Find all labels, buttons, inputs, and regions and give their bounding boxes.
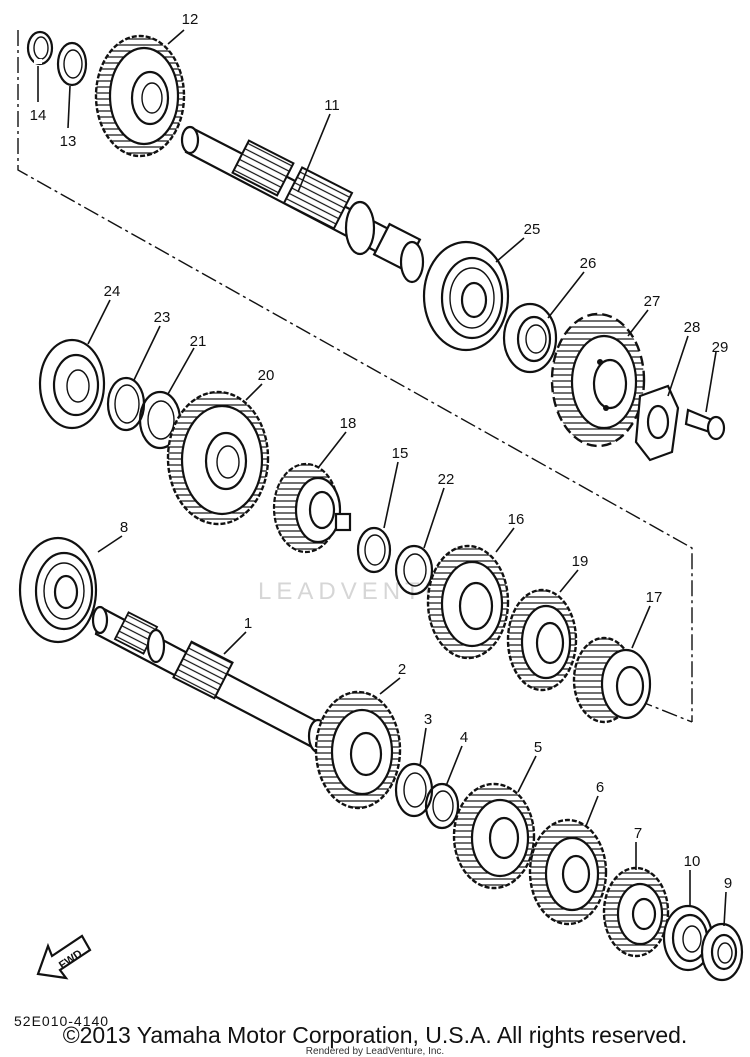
callout-25: 25 bbox=[524, 221, 541, 238]
part-20-gear bbox=[166, 390, 270, 526]
callout-3: 3 bbox=[424, 711, 432, 728]
fwd-arrow-icon: FWD bbox=[36, 934, 92, 980]
callout-6: 6 bbox=[596, 779, 604, 796]
callout-11: 11 bbox=[324, 97, 340, 114]
rendered-by-notice: Rendered by LeadVenture, Inc. bbox=[305, 1046, 445, 1057]
part-18-gear bbox=[272, 462, 352, 554]
part-25-bearing bbox=[422, 240, 510, 352]
callout-21: 21 bbox=[190, 333, 207, 350]
callout-8: 8 bbox=[120, 519, 128, 536]
copyright-notice: ©2013 Yamaha Motor Corporation, U.S.A. A… bbox=[62, 1022, 688, 1048]
callout-5: 5 bbox=[534, 739, 542, 756]
callout-12: 12 bbox=[182, 11, 199, 28]
callout-20: 20 bbox=[258, 367, 275, 384]
part-12-gear bbox=[94, 34, 186, 158]
callout-26: 26 bbox=[580, 255, 597, 272]
callout-18: 18 bbox=[340, 415, 357, 432]
part-28-lock-washer bbox=[634, 384, 680, 462]
part-16-gear bbox=[426, 544, 510, 660]
callout-28: 28 bbox=[684, 319, 701, 336]
part-26-oil-seal bbox=[502, 302, 558, 374]
part-11-axle bbox=[180, 125, 425, 284]
callout-15: 15 bbox=[392, 445, 409, 462]
callout-29: 29 bbox=[712, 339, 729, 356]
part-19-gear bbox=[506, 588, 578, 692]
part-29-bolt bbox=[684, 408, 726, 441]
callout-27: 27 bbox=[644, 293, 661, 310]
part-13-washer bbox=[56, 41, 88, 87]
part-4-circlip bbox=[424, 782, 460, 830]
leader-lines bbox=[37, 29, 727, 927]
part-2-gear bbox=[314, 690, 402, 810]
callout-23: 23 bbox=[154, 309, 171, 326]
diagram-code: 52E010-4140 bbox=[14, 1013, 110, 1029]
part-15-circlip bbox=[356, 526, 392, 574]
part-8-bearing bbox=[18, 536, 98, 644]
callout-13: 13 bbox=[60, 133, 77, 150]
callout-24: 24 bbox=[104, 283, 121, 300]
part-23-circlip bbox=[106, 376, 146, 432]
callout-9: 9 bbox=[724, 875, 732, 892]
part-22-washer bbox=[394, 544, 434, 596]
part-14-circlip bbox=[26, 30, 54, 66]
part-1-axle bbox=[91, 605, 329, 754]
callout-4: 4 bbox=[460, 729, 468, 746]
part-24-bearing bbox=[38, 338, 106, 430]
part-7-gear bbox=[602, 866, 670, 958]
callout-numbers: 14 13 12 11 25 26 27 28 29 24 23 21 20 1… bbox=[30, 11, 733, 892]
part-9-oil-seal bbox=[700, 922, 744, 982]
callout-14: 14 bbox=[30, 107, 47, 124]
callout-2: 2 bbox=[398, 661, 406, 678]
callout-7: 7 bbox=[634, 825, 642, 842]
part-6-gear bbox=[528, 818, 608, 926]
part-17-gear bbox=[572, 636, 652, 724]
callout-17: 17 bbox=[646, 589, 663, 606]
callout-1: 1 bbox=[244, 615, 252, 632]
part-27-sprocket bbox=[550, 312, 646, 448]
callout-19: 19 bbox=[572, 553, 589, 570]
callout-16: 16 bbox=[508, 511, 525, 528]
callout-10: 10 bbox=[684, 853, 701, 870]
part-5-gear bbox=[452, 782, 536, 890]
callout-22: 22 bbox=[438, 471, 455, 488]
